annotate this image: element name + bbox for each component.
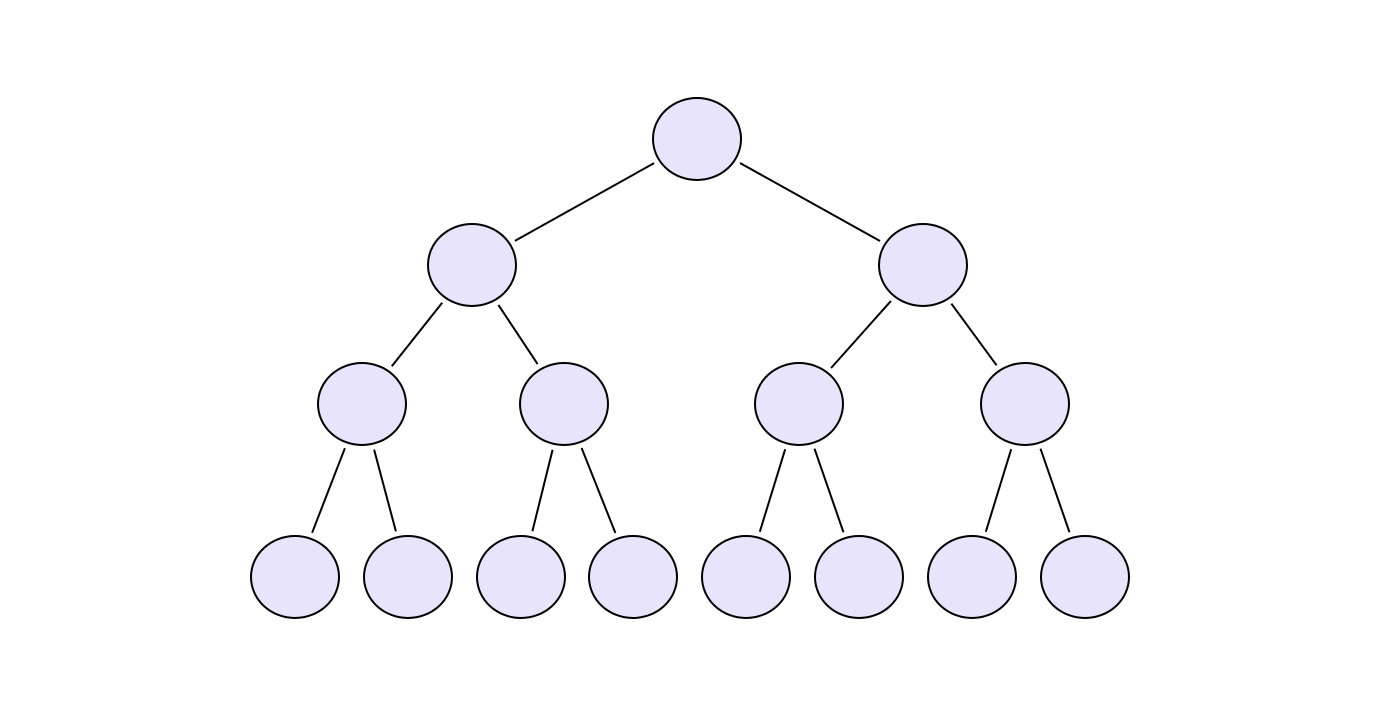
edge-n1-n3 [739, 162, 881, 242]
node-circle [652, 97, 742, 181]
tree-node-n5 [519, 362, 609, 446]
edge-n7-n14 [984, 448, 1013, 533]
tree-node-n14 [927, 535, 1017, 619]
tree-node-n10 [476, 535, 566, 619]
edge-n6-n13 [813, 448, 845, 533]
tree-node-n2 [427, 223, 517, 307]
tree-node-n8 [250, 535, 340, 619]
node-circle [701, 535, 791, 619]
node-circle [363, 535, 453, 619]
node-circle [427, 223, 517, 307]
node-circle [588, 535, 678, 619]
edge-n1-n2 [514, 162, 655, 242]
edge-n3-n7 [950, 303, 998, 366]
edge-n4-n8 [311, 447, 346, 534]
node-circle [1040, 535, 1130, 619]
tree-node-n13 [814, 535, 904, 619]
tree-node-n9 [363, 535, 453, 619]
edge-n4-n9 [373, 449, 397, 532]
tree-node-n11 [588, 535, 678, 619]
edge-n3-n6 [830, 300, 892, 369]
node-circle [878, 223, 968, 307]
tree-node-n1 [652, 97, 742, 181]
tree-node-n3 [878, 223, 968, 307]
node-circle [250, 535, 340, 619]
tree-node-n4 [317, 362, 407, 446]
node-circle [476, 535, 566, 619]
node-circle [754, 362, 844, 446]
tree-edges [311, 162, 1071, 534]
edge-n5-n11 [580, 447, 617, 534]
tree-node-n15 [1040, 535, 1130, 619]
node-circle [927, 535, 1017, 619]
edge-n7-n15 [1039, 448, 1071, 533]
edge-n5-n10 [531, 449, 554, 532]
tree-nodes [250, 97, 1130, 619]
tree-node-n7 [980, 362, 1070, 446]
node-circle [519, 362, 609, 446]
tree-node-n6 [754, 362, 844, 446]
node-circle [814, 535, 904, 619]
tree-node-n12 [701, 535, 791, 619]
edge-n2-n5 [497, 304, 539, 365]
edge-n6-n12 [758, 448, 787, 533]
node-circle [317, 362, 407, 446]
node-circle [980, 362, 1070, 446]
edge-n2-n4 [391, 302, 443, 367]
